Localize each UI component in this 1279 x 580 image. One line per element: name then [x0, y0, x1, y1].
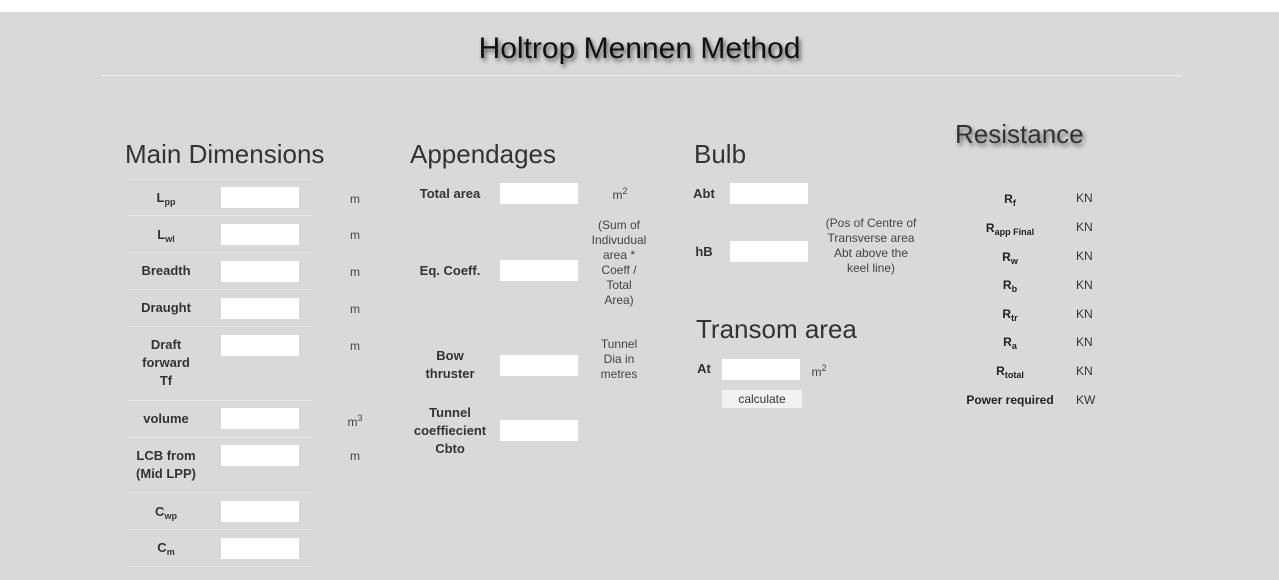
draught-input[interactable]	[221, 298, 299, 319]
at-unit: m2	[811, 363, 827, 379]
row-divider	[128, 326, 312, 327]
rw-unit: KN	[1076, 249, 1093, 263]
hb-input[interactable]	[730, 241, 808, 262]
breadth-label: Breadth	[141, 263, 191, 278]
cm-input[interactable]	[221, 538, 299, 559]
draught-unit: m	[350, 302, 360, 316]
row-divider	[128, 289, 312, 290]
draft-forward-label: Draft forward Tf	[142, 337, 190, 388]
volume-input[interactable]	[221, 408, 299, 429]
eq-coeff-input[interactable]	[500, 260, 578, 281]
lwl-label: Lwl	[157, 227, 175, 244]
rf-unit: KN	[1076, 191, 1093, 205]
rf-label: Rf	[1004, 192, 1016, 208]
cwp-label: Cwp	[155, 504, 177, 521]
transom-heading: Transom area	[696, 314, 857, 344]
row-divider	[128, 400, 312, 401]
page-title: Holtrop Mennen Method	[478, 32, 801, 65]
lwl-input[interactable]	[221, 224, 299, 245]
hb-label: hB	[695, 244, 713, 259]
breadth-input[interactable]	[221, 261, 299, 282]
total-area-unit: m2	[612, 186, 628, 202]
at-label: At	[697, 361, 711, 376]
lpp-input[interactable]	[221, 187, 299, 208]
row-divider	[128, 529, 312, 530]
volume-label: volume	[143, 411, 189, 426]
eq-coeff-note: (Sum of Indivudual area * Coeff / Total …	[591, 218, 647, 307]
bow-thruster-note: Tunnel Dia in metres	[600, 337, 638, 381]
row-divider	[128, 179, 312, 180]
hb-note: (Pos of Centre of Transverse area Abt ab…	[825, 216, 917, 275]
total-area-label: Total area	[419, 186, 481, 201]
row-divider	[128, 252, 312, 253]
lwl-unit: m	[350, 228, 360, 242]
ra-unit: KN	[1076, 335, 1093, 349]
breadth-unit: m	[350, 265, 360, 279]
page-background: Holtrop Mennen Method Main Dimensions Lp…	[0, 12, 1279, 580]
main-dimensions-heading: Main Dimensions	[125, 139, 325, 169]
bow-thruster-input[interactable]	[500, 355, 578, 376]
lcb-unit: m	[350, 449, 360, 463]
rw-label: Rw	[1002, 250, 1018, 266]
eq-coeff-label: Eq. Coeff.	[419, 263, 481, 278]
lcb-label: LCB from (Mid LPP)	[136, 448, 196, 481]
lpp-label: Lpp	[156, 190, 176, 207]
draught-label: Draught	[141, 300, 191, 315]
rtr-unit: KN	[1076, 307, 1093, 321]
rapp-final-unit: KN	[1076, 220, 1093, 234]
row-divider	[128, 492, 312, 493]
draft-forward-unit: m	[350, 339, 360, 353]
rb-label: Rb	[1002, 278, 1018, 294]
cm-label: Cm	[157, 540, 175, 557]
lcb-input[interactable]	[221, 445, 299, 466]
rb-unit: KN	[1076, 278, 1093, 292]
at-input[interactable]	[722, 359, 800, 380]
row-divider	[128, 215, 312, 216]
rtr-label: Rtr	[1002, 307, 1018, 323]
calculate-button[interactable]: calculate	[722, 390, 802, 408]
total-area-input[interactable]	[500, 183, 578, 204]
title-divider	[101, 75, 1181, 76]
abt-input[interactable]	[730, 183, 808, 204]
abt-label: Abt	[693, 186, 715, 201]
rtotal-unit: KN	[1076, 364, 1093, 378]
volume-unit: m3	[347, 413, 363, 429]
resistance-heading: Resistance	[955, 119, 1084, 149]
bow-thruster-label: Bow thruster	[425, 348, 475, 381]
row-divider	[128, 437, 312, 438]
bulb-heading: Bulb	[694, 139, 747, 169]
ra-label: Ra	[1003, 335, 1017, 351]
tunnel-coefficient-input[interactable]	[500, 420, 578, 441]
appendages-heading: Appendages	[410, 139, 557, 169]
tunnel-coefficient-label: Tunnel coeffiecient Cbto	[413, 405, 487, 456]
cwp-input[interactable]	[221, 501, 299, 522]
draft-forward-input[interactable]	[221, 335, 299, 356]
lpp-unit: m	[350, 192, 360, 206]
row-divider	[128, 566, 312, 567]
power-required-label: Power required	[966, 393, 1054, 407]
rtotal-label: Rtotal	[996, 364, 1024, 380]
power-required-unit: KW	[1076, 393, 1096, 407]
rapp-final-label: Rapp Final	[985, 221, 1035, 237]
